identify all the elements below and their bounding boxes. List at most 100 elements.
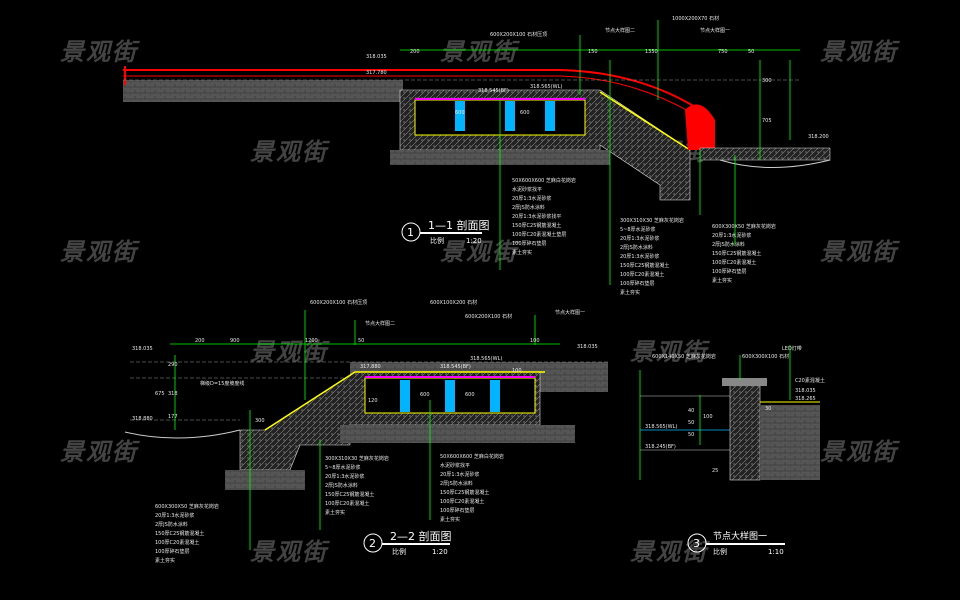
callout: 节点大样图二 <box>365 320 395 327</box>
svg-text:1:20: 1:20 <box>466 237 482 245</box>
wall-detail <box>729 379 761 481</box>
svg-text:2厚JS防水涂料: 2厚JS防水涂料 <box>325 482 358 489</box>
elevation: 318.545(BF) <box>440 364 471 370</box>
dim: 50 <box>688 432 694 438</box>
sculpture <box>685 104 715 150</box>
dim: 318 <box>168 391 178 397</box>
dim: 600 <box>520 110 530 116</box>
label: 600X300X100 石材 <box>742 353 789 360</box>
dimension-lines <box>699 345 791 445</box>
svg-text:1:20: 1:20 <box>432 548 448 556</box>
callout: 600X100X200 石材 <box>430 299 477 306</box>
svg-text:2厚JS防水涂料: 2厚JS防水涂料 <box>440 480 473 487</box>
label: C20素混凝土 <box>795 377 825 384</box>
dimension-lines <box>170 310 560 550</box>
svg-text:150厚C25钢筋混凝土: 150厚C25钢筋混凝土 <box>440 489 489 496</box>
svg-text:2厚JS防水涂料: 2厚JS防水涂料 <box>155 521 188 528</box>
section-2-title: 2 2—2 剖面图 比例 1:20 <box>363 529 452 556</box>
svg-text:100厚C20素混凝土: 100厚C20素混凝土 <box>440 498 484 505</box>
watermark: 景观街 <box>630 538 708 566</box>
svg-text:素土夯实: 素土夯实 <box>325 509 345 516</box>
elevation: 318.265 <box>795 396 816 402</box>
dim: 150 <box>588 49 598 55</box>
svg-text:100厚C20素混凝土: 100厚C20素混凝土 <box>155 539 199 546</box>
svg-text:50X600X600 芝麻白花岗岩: 50X600X600 芝麻白花岗岩 <box>512 177 576 184</box>
dimension-lines <box>400 20 800 285</box>
svg-text:比例: 比例 <box>430 236 444 245</box>
svg-text:100厚碎石垫层: 100厚碎石垫层 <box>440 507 475 514</box>
svg-text:150厚C25钢筋混凝土: 150厚C25钢筋混凝土 <box>512 222 561 229</box>
elevation: 318.035 <box>132 346 153 352</box>
svg-text:150厚C25钢筋混凝土: 150厚C25钢筋混凝土 <box>620 262 669 269</box>
section-2-drawing: 200 900 1200 50 290 318 177 675 300 600 … <box>124 299 610 564</box>
svg-text:5~8厚水泥砂浆: 5~8厚水泥砂浆 <box>325 464 361 471</box>
elevation: 318.035 <box>795 388 816 394</box>
watermark: 景观街 <box>60 438 138 466</box>
svg-text:20厚1:3水泥砂浆: 20厚1:3水泥砂浆 <box>620 235 659 242</box>
callout: 600X200X100 石材压顶 <box>490 31 547 38</box>
elevation: 318.565(WL) <box>645 424 677 430</box>
dim: 675 <box>155 391 165 397</box>
dim: 30 <box>765 406 771 412</box>
dim: 1350 <box>645 49 658 55</box>
dim: 290 <box>168 362 178 368</box>
svg-text:节点大样图一: 节点大样图一 <box>713 530 767 542</box>
svg-text:100厚C20素混凝土: 100厚C20素混凝土 <box>712 259 756 266</box>
notes-right: 50X600X600 芝麻白花岗岩 水泥砂浆找平 20厚1:3水泥砂浆 2厚JS… <box>440 453 504 523</box>
watermark: 景观街 <box>250 338 328 366</box>
notes-center: 50X600X600 芝麻白花岗岩 水泥砂浆找平 20厚1:3水泥砂浆 2厚JS… <box>512 177 576 256</box>
pedestal-supports <box>455 101 555 131</box>
svg-text:3: 3 <box>693 537 700 550</box>
label: 600X140X50 芝麻灰花岗岩 <box>652 353 716 360</box>
dim: 705 <box>762 118 772 124</box>
svg-text:素土夯实: 素土夯实 <box>512 249 532 256</box>
dim: 100 <box>703 414 713 420</box>
svg-text:素土夯实: 素土夯实 <box>440 516 460 523</box>
dim: 120 <box>368 398 378 404</box>
dim: 40 <box>688 408 694 414</box>
svg-text:素土夯实: 素土夯实 <box>620 289 640 296</box>
svg-text:600X300X50 芝麻灰花岗岩: 600X300X50 芝麻灰花岗岩 <box>155 503 219 510</box>
dim: 600 <box>455 110 465 116</box>
notes-left: 600X300X50 芝麻灰花岗岩 20厚1:3水泥砂浆 2厚JS防水涂料 15… <box>155 503 219 564</box>
handrail <box>123 69 701 111</box>
watermark: 景观街 <box>440 38 518 66</box>
elevation: 318.565(WL) <box>530 84 562 90</box>
svg-text:150厚C25钢筋混凝土: 150厚C25钢筋混凝土 <box>155 530 204 537</box>
dim: 177 <box>168 414 178 420</box>
slope-note: 梯级D=15度坡度线 <box>200 380 244 387</box>
svg-text:2厚JS防水涂料: 2厚JS防水涂料 <box>712 241 745 248</box>
dim: 50 <box>748 49 754 55</box>
section-3-drawing: 600X140X50 芝麻灰花岗岩 600X300X100 石材 LED灯带 C… <box>639 345 825 556</box>
elevation: 318.245(BF) <box>645 444 676 450</box>
elevation: 318.200 <box>808 134 829 140</box>
svg-text:5~8厚水泥砂浆: 5~8厚水泥砂浆 <box>620 226 656 233</box>
callout: 节点大样图一 <box>700 27 730 34</box>
svg-text:2—2 剖面图: 2—2 剖面图 <box>390 529 452 543</box>
callout: 1000X200X70 石材 <box>672 15 719 22</box>
dim: 100 <box>512 368 522 374</box>
callout: 节点大样图二 <box>605 27 635 34</box>
svg-text:600X300X50 芝麻灰花岗岩: 600X300X50 芝麻灰花岗岩 <box>712 223 776 230</box>
dim: 300 <box>255 418 265 424</box>
dim: 750 <box>718 49 728 55</box>
watermark: 景观街 <box>60 238 138 266</box>
callout: 600X200X100 石材 <box>465 313 512 320</box>
watermark: 景观街 <box>630 338 708 366</box>
notes-right: 300X310X30 芝麻灰花岗岩 5~8厚水泥砂浆 20厚1:3水泥砂浆 2厚… <box>620 217 684 296</box>
elevation: 318.545(BF) <box>478 88 509 94</box>
svg-text:素土夯实: 素土夯实 <box>712 277 732 284</box>
svg-text:20厚1:3水泥砂浆: 20厚1:3水泥砂浆 <box>712 232 751 239</box>
svg-text:素土夯实: 素土夯实 <box>155 557 175 564</box>
svg-text:2厚JS防水涂料: 2厚JS防水涂料 <box>620 244 653 251</box>
svg-text:300X310X30 芝麻灰花岗岩: 300X310X30 芝麻灰花岗岩 <box>620 217 684 224</box>
pedestal-supports <box>400 380 500 412</box>
dim: 600 <box>465 392 475 398</box>
elevation: 318.565(WL) <box>470 356 502 362</box>
svg-text:100厚碎石垫层: 100厚碎石垫层 <box>155 548 190 555</box>
svg-text:2: 2 <box>369 537 376 550</box>
dim: 200 <box>410 49 420 55</box>
section-1-drawing: 200 150 1350 750 50 600 600 300 705 318.… <box>123 15 831 296</box>
dim: 50 <box>358 338 364 344</box>
dim: 600 <box>420 392 430 398</box>
